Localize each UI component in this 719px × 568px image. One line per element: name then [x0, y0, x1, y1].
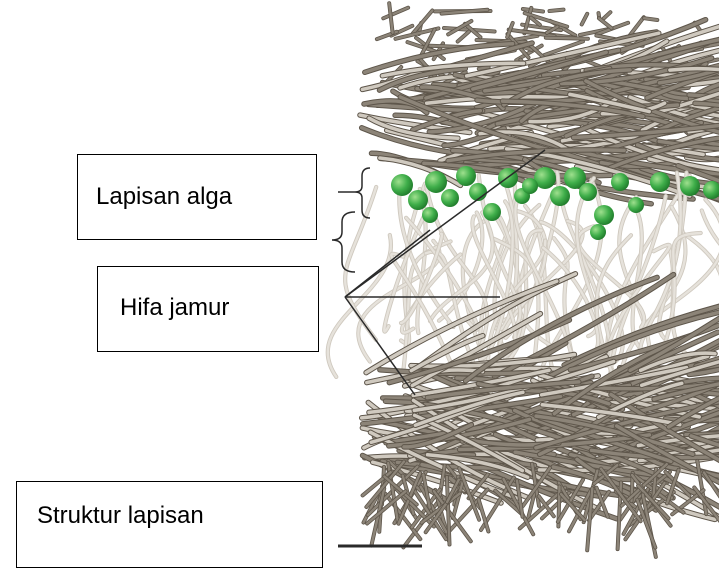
algal-cell — [483, 203, 501, 221]
hyphae-brace — [332, 212, 355, 272]
lower-cortex-hyphae — [362, 274, 719, 557]
algal-layer-label-box: Lapisan alga — [77, 154, 317, 240]
layer-structure-label: Struktur lapisan — [37, 504, 204, 528]
algal-cell — [425, 171, 447, 193]
algal-cell — [522, 178, 538, 194]
hypha-strand — [550, 10, 564, 11]
algal-cell — [456, 166, 476, 186]
algal-cell — [422, 207, 438, 223]
hypha-strand — [383, 8, 408, 19]
algal-cell — [391, 174, 413, 196]
hypha-strand — [479, 67, 489, 69]
algal-cell — [469, 183, 487, 201]
fungal-hyphae-label-box: Hifa jamur — [97, 266, 319, 352]
algal-cell — [628, 197, 644, 213]
layer-structure-label-box: Struktur lapisan — [16, 481, 323, 568]
algal-cell — [611, 173, 629, 191]
algal-layer-label: Lapisan alga — [96, 185, 232, 209]
algal-cell — [594, 205, 614, 225]
hypha-strand — [328, 235, 391, 377]
algal-cell — [441, 189, 459, 207]
algal-cell — [650, 172, 670, 192]
algal-cell — [680, 176, 700, 196]
hypha-strand — [358, 241, 439, 362]
fungal-hyphae-label: Hifa jamur — [120, 296, 229, 320]
hypha-strand — [358, 241, 439, 362]
hypha-strand — [458, 32, 469, 42]
hypha-strand — [599, 18, 612, 28]
hypha-strand — [546, 38, 588, 39]
algal-cell — [408, 190, 428, 210]
algal-cell — [579, 183, 597, 201]
algal-cell — [550, 186, 570, 206]
hypha-strand — [389, 3, 392, 33]
algal-cell — [590, 224, 606, 240]
hypha-strand — [328, 235, 391, 377]
